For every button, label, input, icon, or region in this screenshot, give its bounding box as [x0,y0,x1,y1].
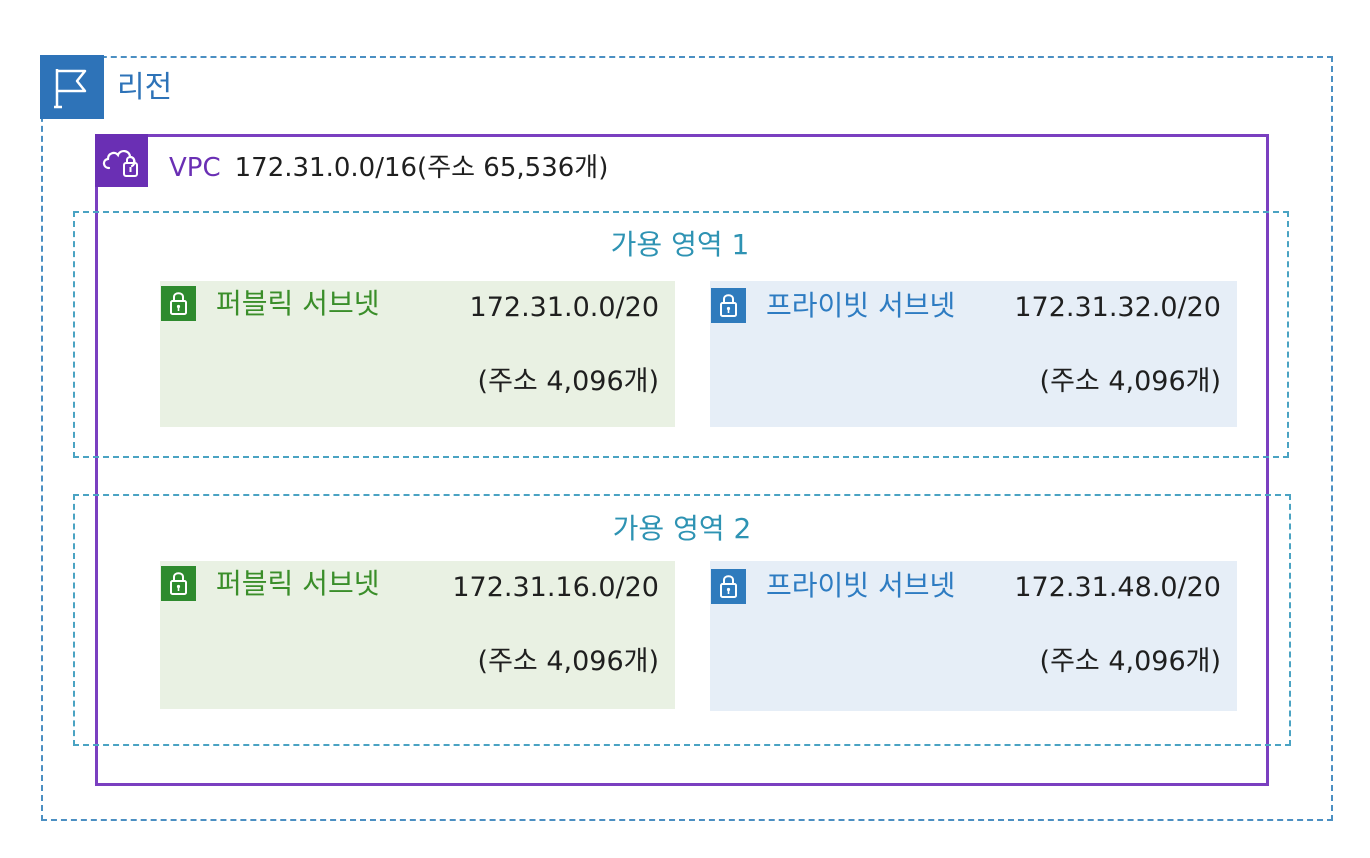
private-subnet-cidr: 172.31.48.0/20 [1014,572,1221,603]
flag-icon [40,55,104,119]
availability-zone-2-label: 가용 영역 2 [612,512,752,545]
public-subnet-zone-1: 퍼블릭 서브넷 172.31.0.0/20 (주소 4,096개) [160,281,675,427]
private-subnet-zone-2: 프라이빗 서브넷 172.31.48.0/20 (주소 4,096개) [710,561,1237,711]
lock-icon [711,569,746,604]
vpc-tag: VPC [169,153,221,183]
lock-icon [711,288,746,323]
vpc-container [95,134,1269,786]
public-subnet-name: 퍼블릭 서브넷 [216,567,380,600]
lock-icon [161,566,196,601]
availability-zone-1 [73,211,1289,458]
private-subnet-name: 프라이빗 서브넷 [766,289,956,322]
public-subnet-cidr: 172.31.0.0/20 [469,292,659,323]
region-container [41,56,1333,821]
public-subnet-address-count: (주소 4,096개) [477,366,659,397]
vpc-title: VPC 172.31.0.0/16(주소 65,536개) [169,148,608,188]
availability-zone-1-label: 가용 영역 1 [610,228,750,261]
private-subnet-name: 프라이빗 서브넷 [766,569,956,602]
private-subnet-address-count: (주소 4,096개) [1039,366,1221,397]
vpc-cidr: 172.31.0.0/16(주소 65,536개) [234,153,609,183]
public-subnet-name: 퍼블릭 서브넷 [216,287,380,320]
lock-icon [161,286,196,321]
public-subnet-zone-2: 퍼블릭 서브넷 172.31.16.0/20 (주소 4,096개) [160,561,675,709]
cloud-lock-icon [95,134,148,187]
availability-zone-2 [73,494,1291,746]
private-subnet-cidr: 172.31.32.0/20 [1014,292,1221,323]
private-subnet-zone-1: 프라이빗 서브넷 172.31.32.0/20 (주소 4,096개) [710,281,1237,427]
private-subnet-address-count: (주소 4,096개) [1039,646,1221,677]
public-subnet-cidr: 172.31.16.0/20 [452,572,659,603]
public-subnet-address-count: (주소 4,096개) [477,646,659,677]
region-label: 리전 [117,70,173,105]
